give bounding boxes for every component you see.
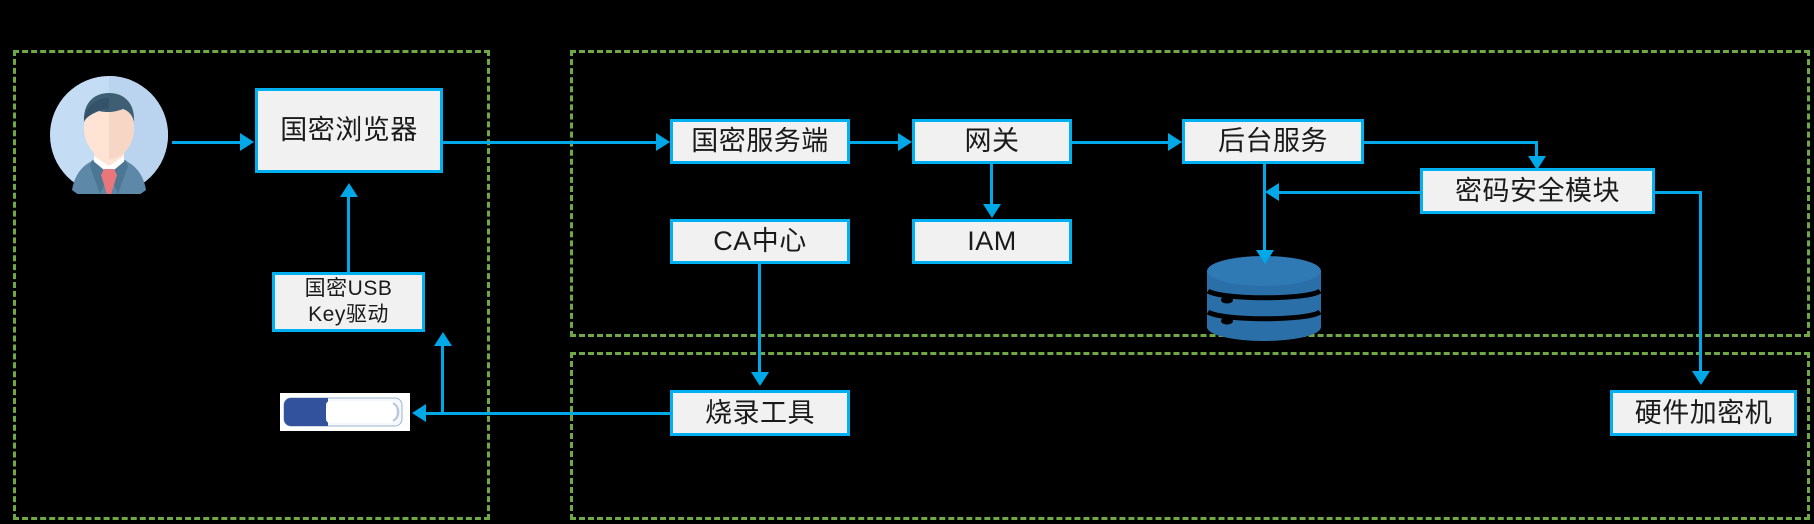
arrowhead-burntool-to-usbkey (412, 404, 426, 422)
arrowhead-browser-to-gmserver (656, 133, 670, 151)
edge-browser-to-gmserver (443, 141, 658, 144)
arrowhead-usbkey-to-usbdriver (434, 332, 452, 346)
edge-backend-to-crypto-v (1535, 141, 1538, 161)
zone-client (13, 50, 490, 520)
edge-backend-to-crypto-h (1364, 141, 1538, 144)
usb-key-icon (280, 393, 410, 431)
node-iam[interactable]: IAM (912, 219, 1072, 264)
arrowhead-backend-to-crypto (1528, 156, 1546, 170)
node-ca-center[interactable]: CA中心 (670, 219, 850, 264)
edge-usbdriver-to-browser (347, 196, 350, 272)
edge-gmserver-to-gateway (850, 141, 900, 144)
edge-user-to-browser (172, 141, 242, 144)
node-crypto-module[interactable]: 密码安全模块 (1420, 168, 1655, 214)
edge-gateway-to-iam (990, 164, 993, 206)
arrowhead-gmserver-to-gateway (898, 133, 912, 151)
arrowhead-cacenter-to-burntool (751, 372, 769, 386)
arrowhead-crypto-to-backend (1265, 183, 1279, 201)
arrowhead-crypto-to-hsm (1692, 371, 1710, 385)
zone-server (570, 50, 1810, 337)
arrowhead-usbdriver-to-browser (340, 183, 358, 197)
user-avatar-icon (50, 76, 168, 204)
edge-crypto-to-backend (1278, 191, 1422, 194)
node-usb-driver[interactable]: 国密USB Key驱动 (272, 272, 425, 332)
edge-usbkey-to-usbdriver (441, 345, 444, 415)
arrowhead-user-to-browser (240, 133, 254, 151)
edge-crypto-to-hsm-h (1653, 191, 1701, 194)
edge-gateway-to-backend (1072, 141, 1170, 144)
edge-crypto-to-hsm-v (1699, 191, 1702, 373)
arrowhead-gateway-to-iam (983, 204, 1001, 218)
arrowhead-backend-to-database (1256, 250, 1274, 264)
node-hsm[interactable]: 硬件加密机 (1610, 390, 1797, 436)
node-backend[interactable]: 后台服务 (1182, 119, 1364, 164)
node-burn-tool[interactable]: 烧录工具 (670, 390, 850, 436)
node-gateway[interactable]: 网关 (912, 119, 1072, 164)
database-cylinder-icon (1205, 255, 1323, 343)
node-gm-server[interactable]: 国密服务端 (670, 119, 850, 164)
edge-cacenter-to-burntool (758, 264, 761, 374)
zone-tooling (570, 352, 1810, 520)
edge-backend-to-database (1263, 164, 1266, 254)
arrowhead-gateway-to-backend (1168, 133, 1182, 151)
edge-burntool-to-usbkey (425, 412, 672, 415)
node-browser[interactable]: 国密浏览器 (255, 88, 443, 173)
